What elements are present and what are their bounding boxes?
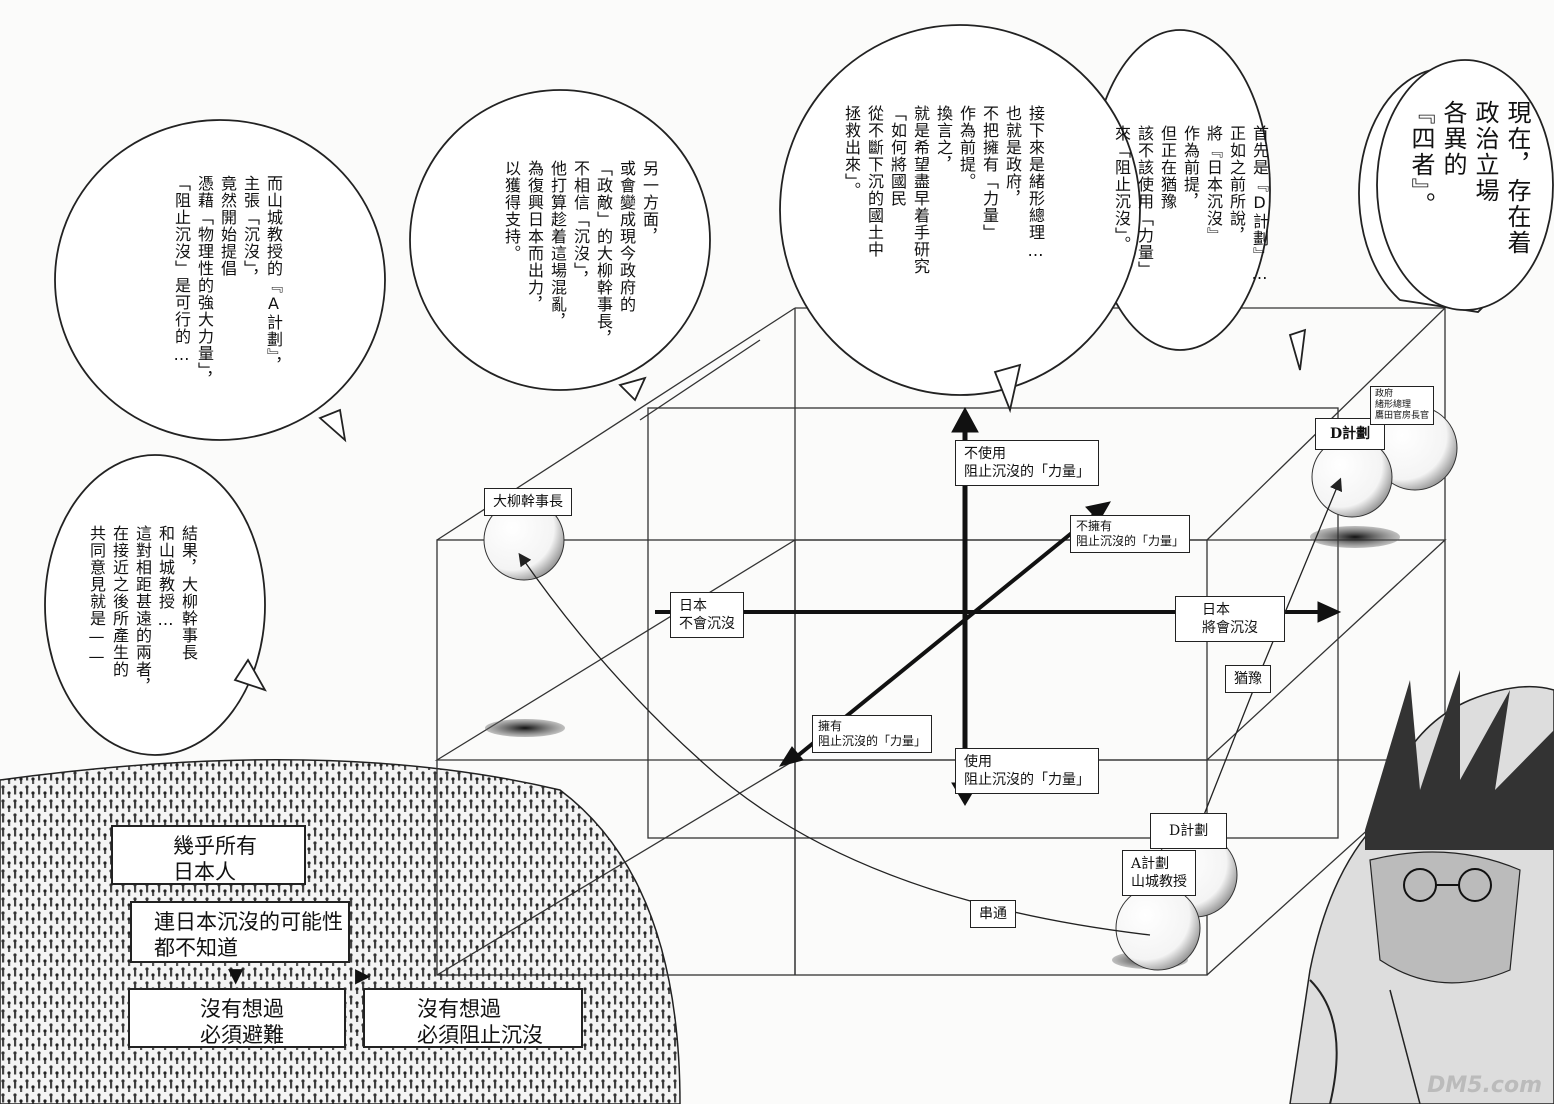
watermark: DM5.com bbox=[1427, 1073, 1542, 1098]
shadow-oyanagi bbox=[485, 719, 565, 737]
arrow-right-icon: ▶ bbox=[355, 963, 371, 987]
label-have-power: 擁有 阻止沉沒的「力量」 bbox=[812, 715, 933, 753]
label-hesitate: 猶豫 bbox=[1225, 665, 1271, 693]
bubble-consensus: 結果，大柳幹事長 和山城教授… 這對相距甚遠的兩者， 在接近之後所產生的 共同意… bbox=[87, 525, 198, 695]
label-not-use-power: 不使用 阻止沉沒的「力量」 bbox=[955, 440, 1099, 486]
label-oyanagi: 大柳幹事長 bbox=[484, 488, 572, 516]
label-not-have-power: 不擁有 阻止沉沒的「力量」 bbox=[1070, 515, 1191, 553]
label-japan-not-sink: 日本 不會沉沒 bbox=[670, 592, 744, 638]
label-a-plan: A計劃 山城教授 bbox=[1122, 850, 1196, 896]
bubble-yamashiro: 而山城教授的『A計劃』， 主張「沉沒」， 竟然開始提倡 憑藉「物理性的強大力量」… bbox=[172, 175, 283, 388]
box-no-stop-sinking: 沒有想過 必須阻止沉沒 bbox=[363, 988, 583, 1048]
arrow-down-icon: ▼ bbox=[228, 963, 244, 987]
box-dont-know: 連日本沉沒的可能性 都不知道 bbox=[130, 901, 350, 963]
label-government: 政府 緒形總理 鷹田官房長官 bbox=[1370, 386, 1435, 425]
sphere-a-plan bbox=[1115, 885, 1201, 971]
speech-bubbles bbox=[44, 24, 1554, 756]
bubble-oyanagi: 另一方面， 或會變成現今政府的 「政敵」的大柳幹事長， 不相信「沉沒」， 他打算… bbox=[502, 160, 659, 347]
shadow-d-top bbox=[1310, 526, 1400, 548]
bubble-d-plan: 首先是『D計劃』… 正如之前所說， 將『日本沉沒』 作為前提， 但正在猶豫 該不… bbox=[1112, 125, 1269, 284]
character-portrait bbox=[1289, 670, 1554, 1104]
bubble-ogata: 接下來是緒形總理… 也就是政府， 不把擁有「力量」 作為前提。 換言之， 就是希… bbox=[842, 105, 1045, 275]
label-japan-will-sink: 日本 將會沉沒 bbox=[1175, 596, 1285, 642]
label-d-plan-bottom: D計劃 bbox=[1150, 813, 1228, 849]
bubble-four-positions: 現在，存在着 政治立場 各異的 『四者』。 bbox=[1407, 100, 1531, 256]
box-no-evacuation: 沒有想過 必須避難 bbox=[128, 988, 346, 1048]
box-almost-all-japanese: 幾乎所有 日本人 bbox=[111, 825, 306, 885]
label-use-power: 使用 阻止沉沒的「力量」 bbox=[955, 748, 1099, 794]
label-collude: 串通 bbox=[970, 900, 1016, 928]
